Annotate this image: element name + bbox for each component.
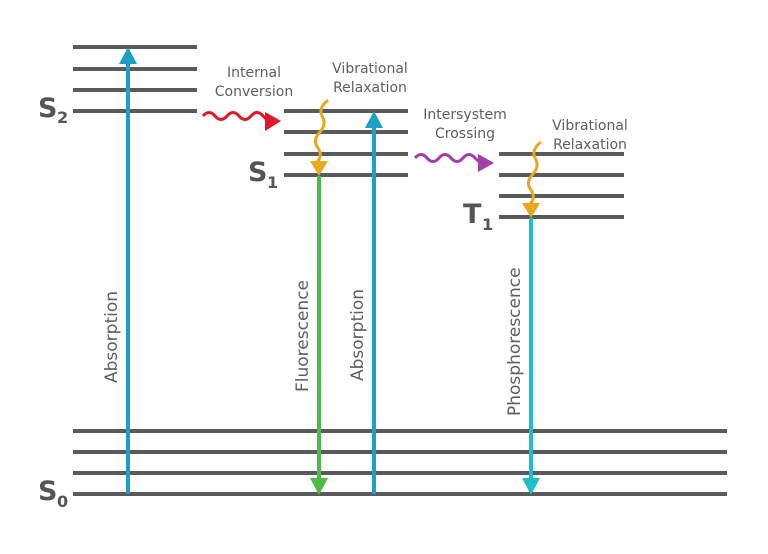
state-letter: T	[463, 199, 482, 230]
phosphorescence-arrow: Phosphorescence	[505, 218, 540, 495]
arrow-head-down-icon	[310, 161, 328, 176]
wavy-shaft	[413, 153, 482, 165]
intersystem-crossing-label-line1: Intersystem	[423, 107, 506, 123]
vibrational-relaxation-label-line2: Relaxation	[333, 80, 407, 96]
state-label-s1: S 1	[248, 157, 278, 192]
state-letter: S	[38, 476, 57, 507]
vibrational-relaxation-s1-arrow: Vibrational Relaxation	[310, 61, 408, 176]
vibrational-relaxation-label-line1: Vibrational	[552, 118, 628, 134]
absorption-label: Absorption	[102, 291, 122, 383]
internal-conversion-arrow: Internal Conversion	[201, 65, 294, 131]
fluorescence-arrow: Fluorescence	[293, 176, 328, 495]
s0-levels	[73, 429, 727, 496]
arrow-head-right-icon	[265, 112, 281, 131]
s2-levels	[73, 45, 197, 113]
arrow-head-up-icon	[365, 111, 383, 128]
arrow-head-down-icon	[522, 478, 540, 495]
state-label-t1: T 1	[463, 199, 493, 234]
state-subscript: 0	[57, 492, 68, 511]
state-letter: S	[38, 93, 57, 124]
state-label-s2: S 2	[38, 93, 68, 127]
arrow-head-down-icon	[310, 478, 328, 495]
state-label-s0: S 0	[38, 476, 68, 511]
wavy-shaft	[313, 98, 329, 164]
absorption-arrow-s0-s2: Absorption	[102, 47, 137, 494]
s1-levels	[284, 109, 408, 177]
vibrational-relaxation-t1-arrow: Vibrational Relaxation	[522, 118, 628, 218]
vibrational-relaxation-label-line2: Relaxation	[553, 137, 627, 153]
absorption-arrow-s0-s1: Absorption	[348, 111, 383, 494]
arrow-head-right-icon	[478, 154, 494, 172]
intersystem-crossing-label-line2: Crossing	[435, 126, 495, 142]
state-subscript: 1	[267, 173, 278, 192]
state-subscript: 1	[482, 215, 493, 234]
state-letter: S	[248, 157, 267, 188]
vibrational-relaxation-label-line1: Vibrational	[332, 61, 408, 77]
state-subscript: 2	[57, 108, 68, 127]
intersystem-crossing-arrow: Intersystem Crossing	[413, 107, 507, 172]
fluorescence-label: Fluorescence	[293, 280, 313, 392]
t1-levels	[499, 152, 624, 219]
phosphorescence-label: Phosphorescence	[505, 267, 525, 416]
internal-conversion-label-line2: Conversion	[215, 84, 294, 100]
arrow-head-down-icon	[522, 203, 540, 218]
wavy-shaft	[201, 111, 270, 123]
wavy-shaft	[526, 140, 542, 206]
arrow-head-up-icon	[119, 47, 137, 64]
internal-conversion-label-line1: Internal	[227, 65, 281, 81]
absorption-label: Absorption	[348, 289, 368, 381]
